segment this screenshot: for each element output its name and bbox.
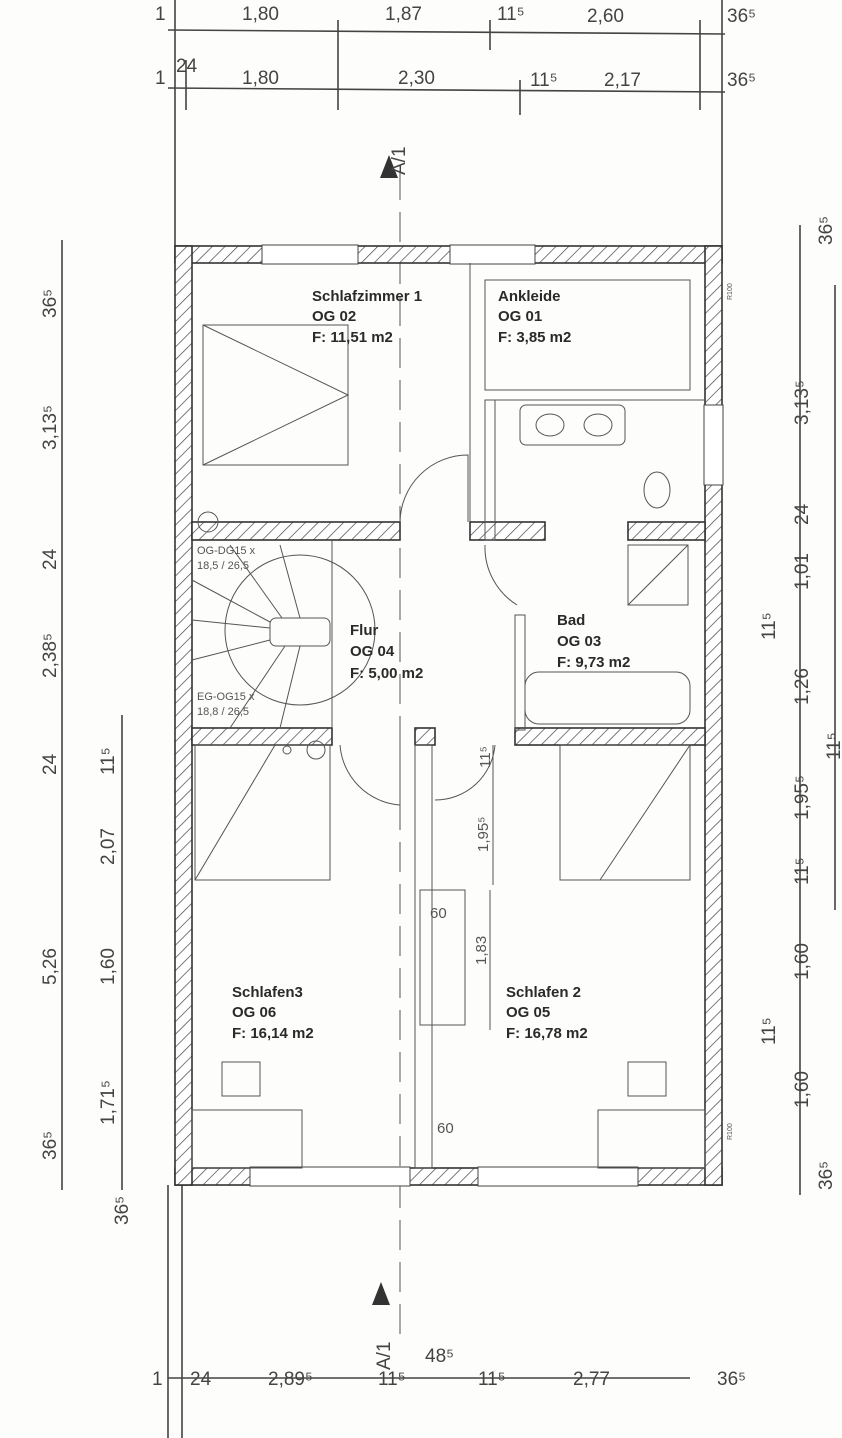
room-labels: Schlafzimmer 1 OG 02 F: 11,51 m2 Ankleid… [197, 283, 734, 1140]
room-code: OG 01 [498, 308, 542, 325]
dim-label: 24 [190, 1369, 212, 1390]
rohr-label: R100 [727, 283, 734, 300]
room-area: F: 11,51 m2 [312, 329, 393, 346]
stair-label: 18,8 / 26,5 [197, 706, 249, 718]
room-name: Ankleide [498, 288, 561, 305]
room-name: Schlafzimmer 1 [312, 288, 422, 305]
doors [339, 454, 518, 806]
rohr-label: R100 [727, 1123, 734, 1140]
room-code: OG 02 [312, 308, 356, 325]
room-name: Bad [557, 612, 585, 629]
room-area: F: 3,85 m2 [498, 329, 571, 346]
dim-label: 1,87 [385, 4, 422, 25]
dim-label: 11⁵ [824, 732, 842, 760]
dim-label: 24 [40, 753, 61, 775]
dim-label: 1 [155, 68, 166, 89]
room-name: Schlafen3 [232, 984, 303, 1001]
section-marks: A/1 A/1 [372, 146, 410, 1370]
dim-label: 2,38⁵ [40, 633, 61, 678]
furniture [191, 279, 706, 1169]
right-dimensions: 36⁵ 3,13⁵ 24 1,01 11⁵ 1,26 1,95⁵ 11⁵ 1,6… [759, 216, 842, 1190]
dim-label: 3,13⁵ [40, 405, 61, 450]
dim-label: 36⁵ [727, 70, 756, 91]
dim-label: 36⁵ [717, 1369, 746, 1390]
interior-walls [191, 263, 706, 1169]
dim-label: 2,30 [398, 68, 435, 89]
section-mark: A/1 [374, 1341, 395, 1370]
dim-label: 5,26 [40, 948, 61, 985]
dimension-lines [61, 0, 836, 1438]
room-name: Flur [350, 622, 378, 639]
staircase [191, 540, 376, 729]
room-code: OG 05 [506, 1004, 550, 1021]
dim-label: 2,89⁵ [268, 1369, 313, 1390]
dim-label: 11⁵ [477, 746, 494, 768]
dim-label: 11⁵ [378, 1369, 406, 1390]
dim-label: 24 [176, 56, 198, 77]
room-area: F: 9,73 m2 [557, 654, 630, 671]
dim-label: 1,95⁵ [475, 817, 492, 852]
dim-label: 1,60 [792, 1071, 813, 1108]
stair-label: EG-OG15 x [197, 691, 255, 703]
dim-label: 1,80 [242, 68, 279, 89]
dim-label: 2,77 [573, 1369, 610, 1390]
section-arrow-icon [380, 155, 398, 178]
room-code: OG 03 [557, 633, 601, 650]
dim-label: 11⁵ [478, 1369, 506, 1390]
stair-label: 18,5 / 26,5 [197, 560, 249, 572]
dim-label: 1,60 [792, 943, 813, 980]
dim-label: 1,71⁵ [98, 1080, 119, 1125]
room-code: OG 06 [232, 1004, 276, 1021]
dim-label: 36⁵ [727, 6, 756, 27]
dim-label: 2,07 [98, 828, 119, 865]
top-dimensions: 1 1,80 1,87 11⁵ 2,60 36⁵ 1 24 1,80 2,30 … [155, 4, 756, 91]
dim-label: 1,60 [98, 948, 119, 985]
dim-label: 11⁵ [759, 1017, 780, 1045]
left-dimensions: 36⁵ 3,13⁵ 24 2,38⁵ 24 5,26 36⁵ 11⁵ 2,07 … [40, 289, 133, 1225]
dim-label: 1,26 [792, 668, 813, 705]
stair-label: OG-DG15 x [197, 545, 256, 557]
dim-label: 11⁵ [530, 70, 558, 91]
dim-label: 36⁵ [816, 1161, 837, 1190]
room-name: Schlafen 2 [506, 984, 581, 1001]
dim-label: 36⁵ [40, 289, 61, 318]
room-code: OG 04 [350, 643, 395, 660]
dim-label: 60 [430, 905, 447, 922]
dim-label: 24 [40, 548, 61, 570]
dim-label: 1 [155, 4, 166, 25]
dim-label: 1,80 [242, 4, 279, 25]
section-mark: A/1 [389, 146, 410, 175]
bottom-dimensions: 1 24 2,89⁵ 11⁵ 48⁵ 11⁵ 2,77 36⁵ [152, 1346, 746, 1390]
outer-walls [174, 244, 724, 1187]
section-arrow-icon [372, 1282, 390, 1305]
dim-label: 2,60 [587, 6, 624, 27]
room-area: F: 16,78 m2 [506, 1025, 588, 1042]
dim-label: 60 [437, 1120, 454, 1137]
dim-label: 36⁵ [112, 1196, 133, 1225]
dim-label: 1 [152, 1369, 163, 1390]
dim-label: 36⁵ [40, 1131, 61, 1160]
interior-dimensions: 11⁵ 1,95⁵ 60 1,83 60 [430, 745, 494, 1137]
dim-label: 3,13⁵ [792, 380, 813, 425]
dim-label: 36⁵ [816, 216, 837, 245]
dim-label: 48⁵ [425, 1346, 454, 1367]
dim-label: 24 [792, 503, 813, 525]
dim-label: 1,95⁵ [792, 775, 813, 820]
dim-label: 1,83 [473, 936, 490, 965]
room-area: F: 5,00 m2 [350, 665, 423, 682]
room-area: F: 16,14 m2 [232, 1025, 314, 1042]
dim-label: 1,01 [792, 553, 813, 590]
dim-label: 11⁵ [98, 747, 119, 775]
dim-label: 2,17 [604, 70, 641, 91]
dim-label: 11⁵ [792, 857, 813, 885]
dim-label: 11⁵ [759, 612, 780, 640]
dim-label: 11⁵ [497, 4, 525, 25]
